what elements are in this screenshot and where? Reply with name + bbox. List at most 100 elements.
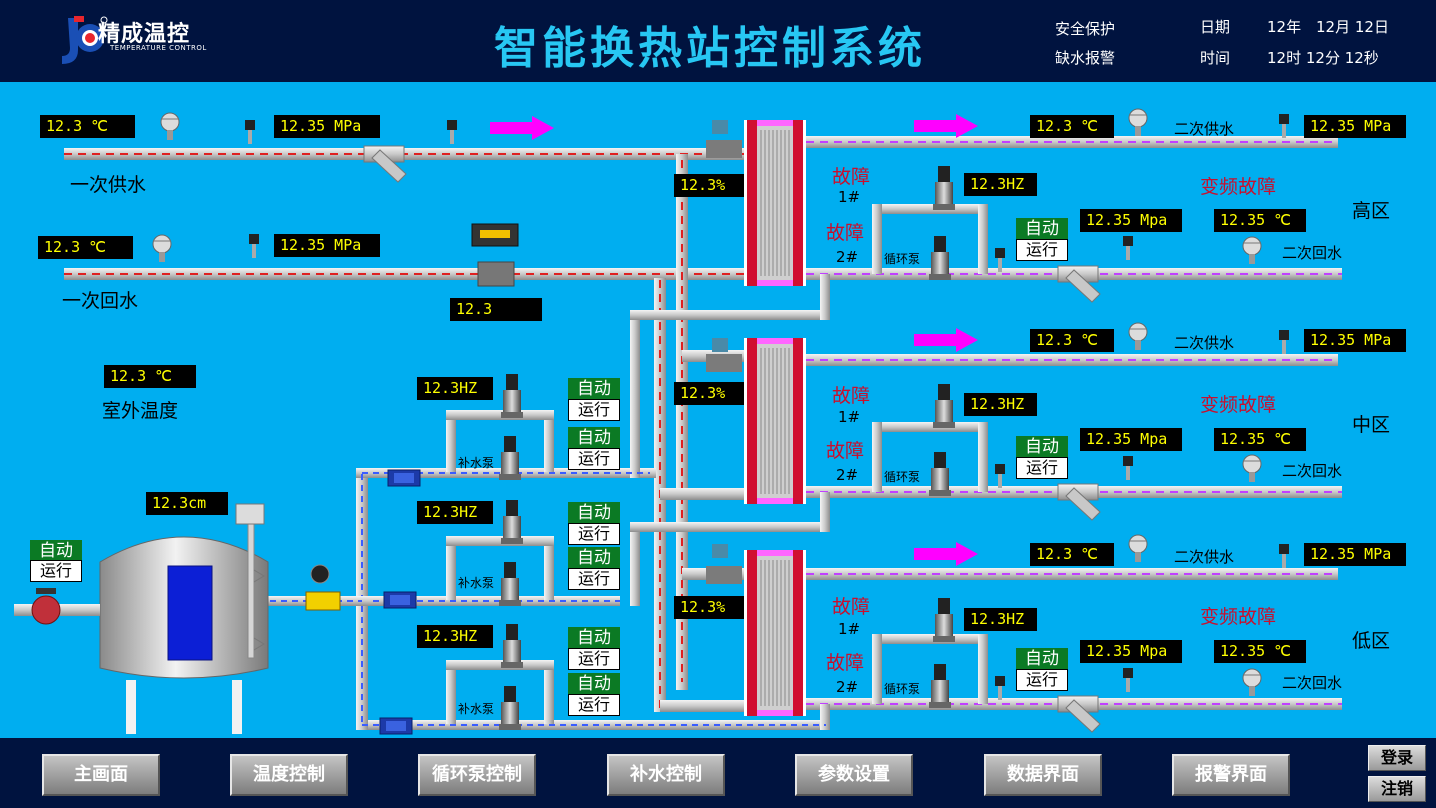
zone-mid-supply-pressure: 12.35 MPa bbox=[1304, 329, 1406, 352]
zone-high-vfd-fault: 变频故障 bbox=[1200, 176, 1277, 198]
zone-high-supply-label: 二次供水 bbox=[1174, 120, 1235, 138]
primary-return-pressure: 12.35 MPa bbox=[274, 234, 380, 257]
makeup-pump-5-label: 补水泵 bbox=[458, 702, 495, 716]
zone-low-run[interactable]: 运行 bbox=[1016, 669, 1068, 691]
nav-alarm-screen-button[interactable]: 报警界面 bbox=[1172, 754, 1290, 796]
zone-high-name: 高区 bbox=[1352, 200, 1391, 222]
nav-temperature-control-button[interactable]: 温度控制 bbox=[230, 754, 348, 796]
piping-diagram bbox=[14, 108, 1342, 735]
zone-high-pump1-id: 1# bbox=[838, 188, 861, 206]
zone-mid-pump2-fault: 故障 bbox=[826, 440, 865, 462]
zone-low-pump2-fault: 故障 bbox=[826, 652, 865, 674]
brand-name: 精成温控 bbox=[98, 22, 191, 47]
primary-supply-label: 一次供水 bbox=[70, 174, 147, 196]
zone-mid-pump-label: 循环泵 bbox=[884, 470, 921, 484]
zone-mid-auto[interactable]: 自动 bbox=[1016, 436, 1068, 458]
zone-high-pump2-fault: 故障 bbox=[826, 222, 865, 244]
header-bar: 精成温控 TEMPERATURE CONTROL 智能换热站控制系统 安全保护 … bbox=[0, 0, 1436, 80]
logout-button[interactable]: 注销 bbox=[1368, 776, 1426, 802]
makeup-pump-5-run[interactable]: 运行 bbox=[568, 648, 620, 670]
makeup-pump-3-hz: 12.3HZ bbox=[417, 501, 493, 524]
zone-low-pump1-id: 1# bbox=[838, 620, 861, 638]
makeup-pump-5-hz: 12.3HZ bbox=[417, 625, 493, 648]
date-year: 12年 bbox=[1267, 18, 1302, 36]
process-diagram: 12.3 ℃ 12.35 MPa 一次供水 12.3 ℃ 12.35 MPa 一… bbox=[0, 82, 1436, 738]
zone-low-supply-temp: 12.3 ℃ bbox=[1030, 543, 1114, 566]
tank-auto-indicator[interactable]: 自动 bbox=[30, 540, 82, 562]
zone-low-vfd-fault: 变频故障 bbox=[1200, 606, 1277, 628]
makeup-pump-4-run[interactable]: 运行 bbox=[568, 568, 620, 590]
zone-mid-return-temp: 12.35 ℃ bbox=[1214, 428, 1306, 451]
zone-high-return-temp: 12.35 ℃ bbox=[1214, 209, 1306, 232]
date-month-day: 12月 12日 bbox=[1316, 18, 1389, 36]
primary-supply-pressure: 12.35 MPa bbox=[274, 115, 380, 138]
zone-low-pump1-fault: 故障 bbox=[832, 596, 871, 618]
nav-makeup-control-button[interactable]: 补水控制 bbox=[607, 754, 725, 796]
zone-high-run[interactable]: 运行 bbox=[1016, 239, 1068, 261]
makeup-pump-3-auto[interactable]: 自动 bbox=[568, 502, 620, 524]
makeup-pump-3-run[interactable]: 运行 bbox=[568, 523, 620, 545]
zone-high-auto[interactable]: 自动 bbox=[1016, 218, 1068, 240]
zone-mid-pump1-id: 1# bbox=[838, 408, 861, 426]
zone-low-supply-label: 二次供水 bbox=[1174, 548, 1235, 566]
zone-mid-pump1-fault: 故障 bbox=[832, 385, 871, 407]
zone-mid-vfd-fault: 变频故障 bbox=[1200, 394, 1277, 416]
zone-low-pump-hz: 12.3HZ bbox=[964, 608, 1037, 631]
makeup-pump-2-auto[interactable]: 自动 bbox=[568, 427, 620, 449]
outdoor-temp-value: 12.3 ℃ bbox=[104, 365, 196, 388]
zone-high-pump-hz: 12.3HZ bbox=[964, 173, 1037, 196]
zone-low-return-label: 二次回水 bbox=[1282, 674, 1343, 692]
water-shortage-alarm-label: 缺水报警 bbox=[1055, 49, 1116, 67]
primary-flow-value: 12.3 bbox=[450, 298, 542, 321]
zone-low-auto[interactable]: 自动 bbox=[1016, 648, 1068, 670]
nav-parameter-settings-button[interactable]: 参数设置 bbox=[795, 754, 913, 796]
zone-high-pump2-id: 2# bbox=[836, 248, 859, 266]
makeup-pump-1-auto[interactable]: 自动 bbox=[568, 378, 620, 400]
zone-low-valve-opening: 12.3% bbox=[674, 596, 744, 619]
zone-mid-pump-hz: 12.3HZ bbox=[964, 393, 1037, 416]
tank-run-indicator[interactable]: 运行 bbox=[30, 560, 82, 582]
makeup-pump-5-auto[interactable]: 自动 bbox=[568, 627, 620, 649]
makeup-pump-1-label: 补水泵 bbox=[458, 456, 495, 470]
page-title: 智能换热站控制系统 bbox=[494, 23, 926, 74]
makeup-pump-1-run[interactable]: 运行 bbox=[568, 399, 620, 421]
makeup-pump-1-hz: 12.3HZ bbox=[417, 377, 493, 400]
zone-low-pump-label: 循环泵 bbox=[884, 682, 921, 696]
zone-mid-valve-opening: 12.3% bbox=[674, 382, 744, 405]
zone-mid-pump2-id: 2# bbox=[836, 466, 859, 484]
zone-low-name: 低区 bbox=[1352, 630, 1391, 652]
zone-low-pump2-id: 2# bbox=[836, 678, 859, 696]
navigation-bar: 主画面 温度控制 循环泵控制 补水控制 参数设置 数据界面 报警界面 登录 注销 bbox=[0, 738, 1436, 808]
zone-high-valve-opening: 12.3% bbox=[674, 174, 744, 197]
primary-return-label: 一次回水 bbox=[62, 290, 139, 312]
zone-mid-name: 中区 bbox=[1352, 414, 1391, 436]
nav-circulation-pump-button[interactable]: 循环泵控制 bbox=[418, 754, 536, 796]
time-value: 12时 12分 12秒 bbox=[1267, 49, 1379, 67]
zone-mid-return-pressure: 12.35 Mpa bbox=[1080, 428, 1182, 451]
zone-mid-run[interactable]: 运行 bbox=[1016, 457, 1068, 479]
brand-subtitle: TEMPERATURE CONTROL bbox=[110, 44, 207, 52]
zone-mid-supply-label: 二次供水 bbox=[1174, 334, 1235, 352]
safety-protection-label: 安全保护 bbox=[1055, 20, 1116, 38]
zone-high-return-label: 二次回水 bbox=[1282, 244, 1343, 262]
zone-low-supply-pressure: 12.35 MPa bbox=[1304, 543, 1406, 566]
makeup-pump-6-auto[interactable]: 自动 bbox=[568, 673, 620, 695]
primary-return-temp: 12.3 ℃ bbox=[38, 236, 133, 259]
outdoor-temp-label: 室外温度 bbox=[102, 400, 179, 422]
makeup-pump-4-auto[interactable]: 自动 bbox=[568, 547, 620, 569]
makeup-pump-3-label: 补水泵 bbox=[458, 576, 495, 590]
zone-high-supply-pressure: 12.35 MPa bbox=[1304, 115, 1406, 138]
nav-data-screen-button[interactable]: 数据界面 bbox=[984, 754, 1102, 796]
brand-logo bbox=[62, 16, 108, 64]
date-label: 日期 bbox=[1200, 18, 1231, 36]
makeup-pump-2-run[interactable]: 运行 bbox=[568, 448, 620, 470]
time-label: 时间 bbox=[1200, 49, 1231, 67]
primary-supply-temp: 12.3 ℃ bbox=[40, 115, 135, 138]
login-button[interactable]: 登录 bbox=[1368, 745, 1426, 771]
nav-main-screen-button[interactable]: 主画面 bbox=[42, 754, 160, 796]
zone-mid-return-label: 二次回水 bbox=[1282, 462, 1343, 480]
zone-mid-supply-temp: 12.3 ℃ bbox=[1030, 329, 1114, 352]
makeup-pump-6-run[interactable]: 运行 bbox=[568, 694, 620, 716]
zone-low-return-pressure: 12.35 Mpa bbox=[1080, 640, 1182, 663]
